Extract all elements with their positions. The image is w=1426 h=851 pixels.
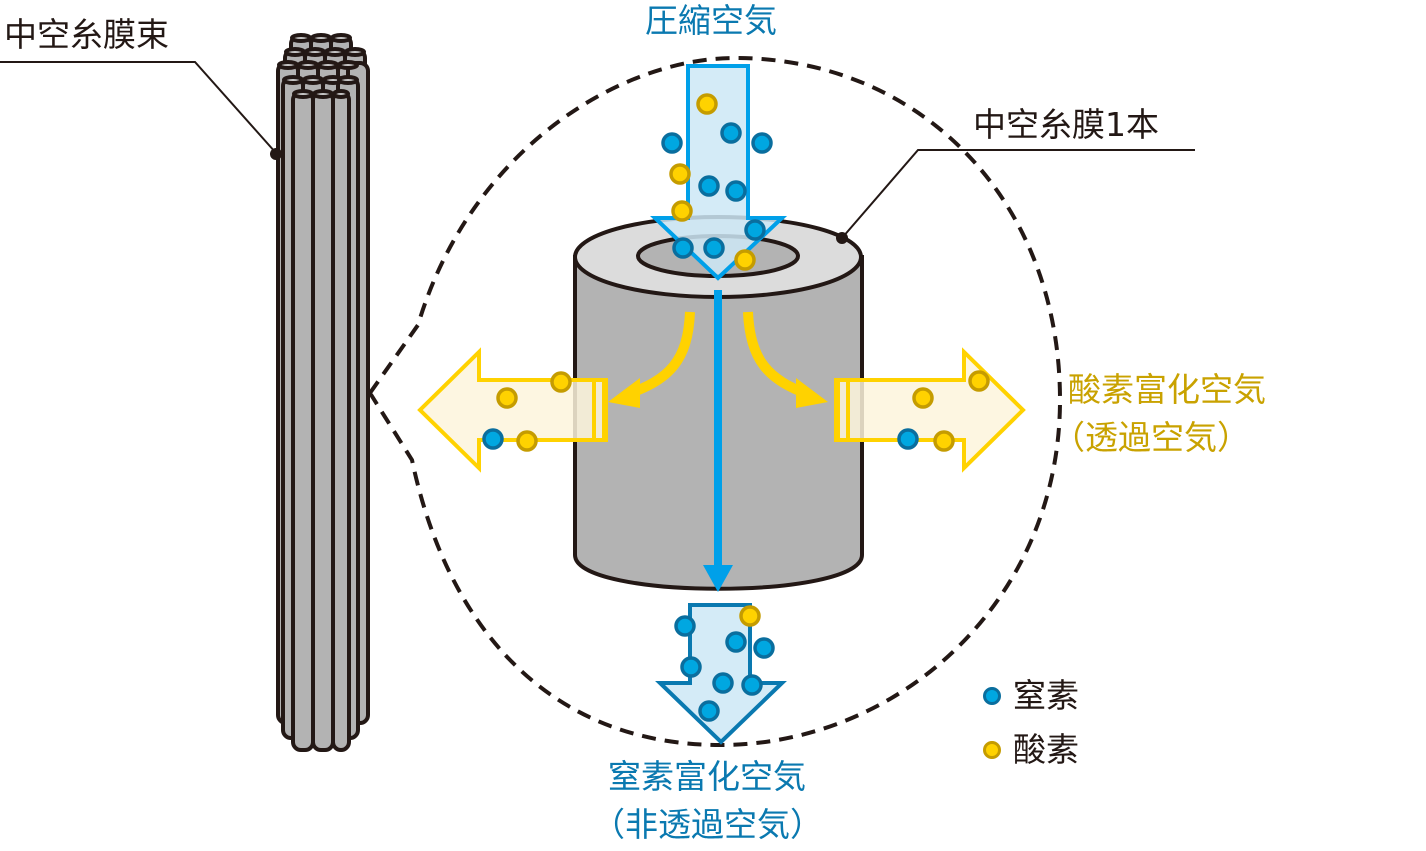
oxygen-molecule [933,430,955,452]
legend-item-oxygen: 酸素 [983,733,1079,766]
magnify-dashed-outline [367,55,1063,748]
oxygen-output-arrow-right [834,347,1026,473]
nitrogen-molecule [482,428,504,450]
permeate-curve-left [608,311,695,408]
fiber-bundle [276,33,370,752]
nitrogen-molecule [751,132,773,154]
permeate-curve-right [743,311,828,408]
nitrogen-molecule [744,219,766,241]
oxygen-output-label-line1: 酸素富化空気 [1068,370,1266,409]
nitrogen-molecule [698,700,720,722]
legend-label: 酸素 [1013,730,1079,769]
nitrogen-molecule [725,631,747,653]
nitrogen-molecule [741,674,763,696]
oxygen-molecule [696,93,718,115]
fiber-leader-dot [836,232,848,244]
nitrogen-molecule [661,132,683,154]
fiber-leader-line [841,149,1195,239]
oxygen-molecule [496,387,518,409]
core-flow-arrow [703,290,733,592]
nitrogen-molecule [712,672,734,694]
oxygen-molecule [550,371,572,393]
nitrogen-molecule [725,180,747,202]
nitrogen-swatch-icon [983,686,1001,705]
nitrogen-output-label-line1: 窒素富化空気 [608,757,806,796]
nitrogen-output-label-line2: （非透過空気） [592,805,823,844]
nitrogen-molecule [720,122,742,144]
legend-item-nitrogen: 窒素 [983,679,1079,712]
nitrogen-molecule [753,637,775,659]
input-label: 圧縮空気 [645,1,777,40]
bundle-label: 中空糸膜束 [4,15,169,54]
oxygen-molecule [912,387,934,409]
oxygen-molecule [739,605,761,627]
nitrogen-molecule [680,656,702,678]
nitrogen-molecule [674,615,696,637]
oxygen-molecule [671,200,693,222]
single-fiber-label: 中空糸膜1本 [973,105,1159,144]
oxygen-molecule [516,430,538,452]
legend-label: 窒素 [1013,676,1079,715]
oxygen-molecule [734,249,756,271]
molecules [482,93,990,722]
nitrogen-molecule [897,428,919,450]
bundle-leader-dot [270,148,282,160]
oxygen-swatch-icon [983,740,1001,759]
oxygen-molecule [968,370,990,392]
nitrogen-molecule [698,175,720,197]
nitrogen-molecule [703,237,725,259]
oxygen-molecule [669,163,691,185]
bundle-leader-line [0,61,277,154]
nitrogen-molecule [672,237,694,259]
oxygen-output-label-line2: （透過空気） [1052,418,1250,457]
